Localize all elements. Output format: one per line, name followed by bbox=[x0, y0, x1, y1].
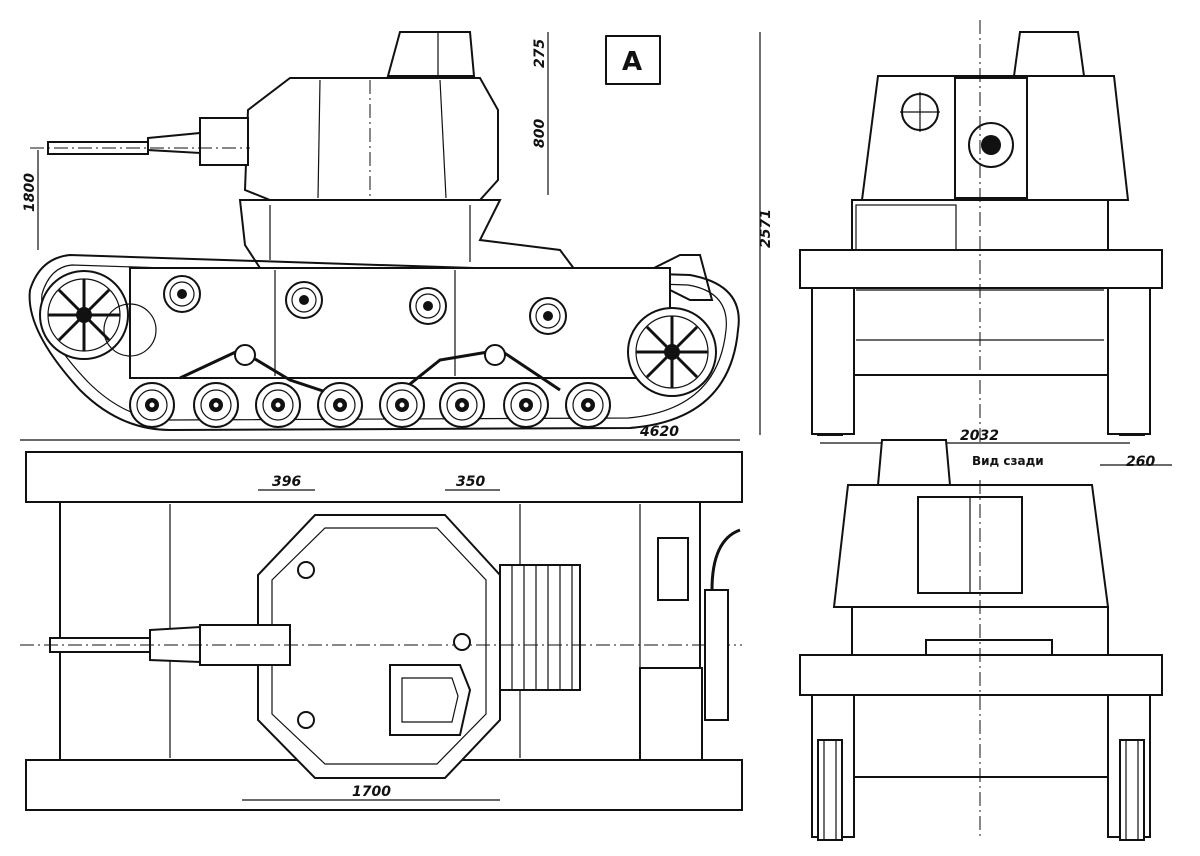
dim-length: 4620 bbox=[639, 424, 679, 440]
dim-turret-height: 800 bbox=[532, 119, 548, 148]
figure-label-box bbox=[605, 35, 661, 85]
dim-turret-rear: 350 bbox=[456, 474, 485, 490]
dim-turret-length: 1700 bbox=[352, 784, 391, 800]
top-view bbox=[20, 451, 743, 811]
rear-view bbox=[799, 439, 1163, 841]
rear-view-label: Вид сзади bbox=[972, 454, 1044, 468]
dim-track-width: 260 bbox=[1126, 454, 1155, 470]
front-view bbox=[759, 20, 1172, 466]
dim-track-gauge: 2032 bbox=[960, 428, 999, 444]
dim-total-height: 2571 bbox=[758, 209, 774, 248]
figure-label: A bbox=[622, 47, 642, 77]
side-view bbox=[20, 31, 740, 441]
dim-cupola-height: 275 bbox=[532, 39, 548, 68]
dim-turret-front: 396 bbox=[272, 474, 301, 490]
dim-height: 1800 bbox=[22, 173, 38, 212]
